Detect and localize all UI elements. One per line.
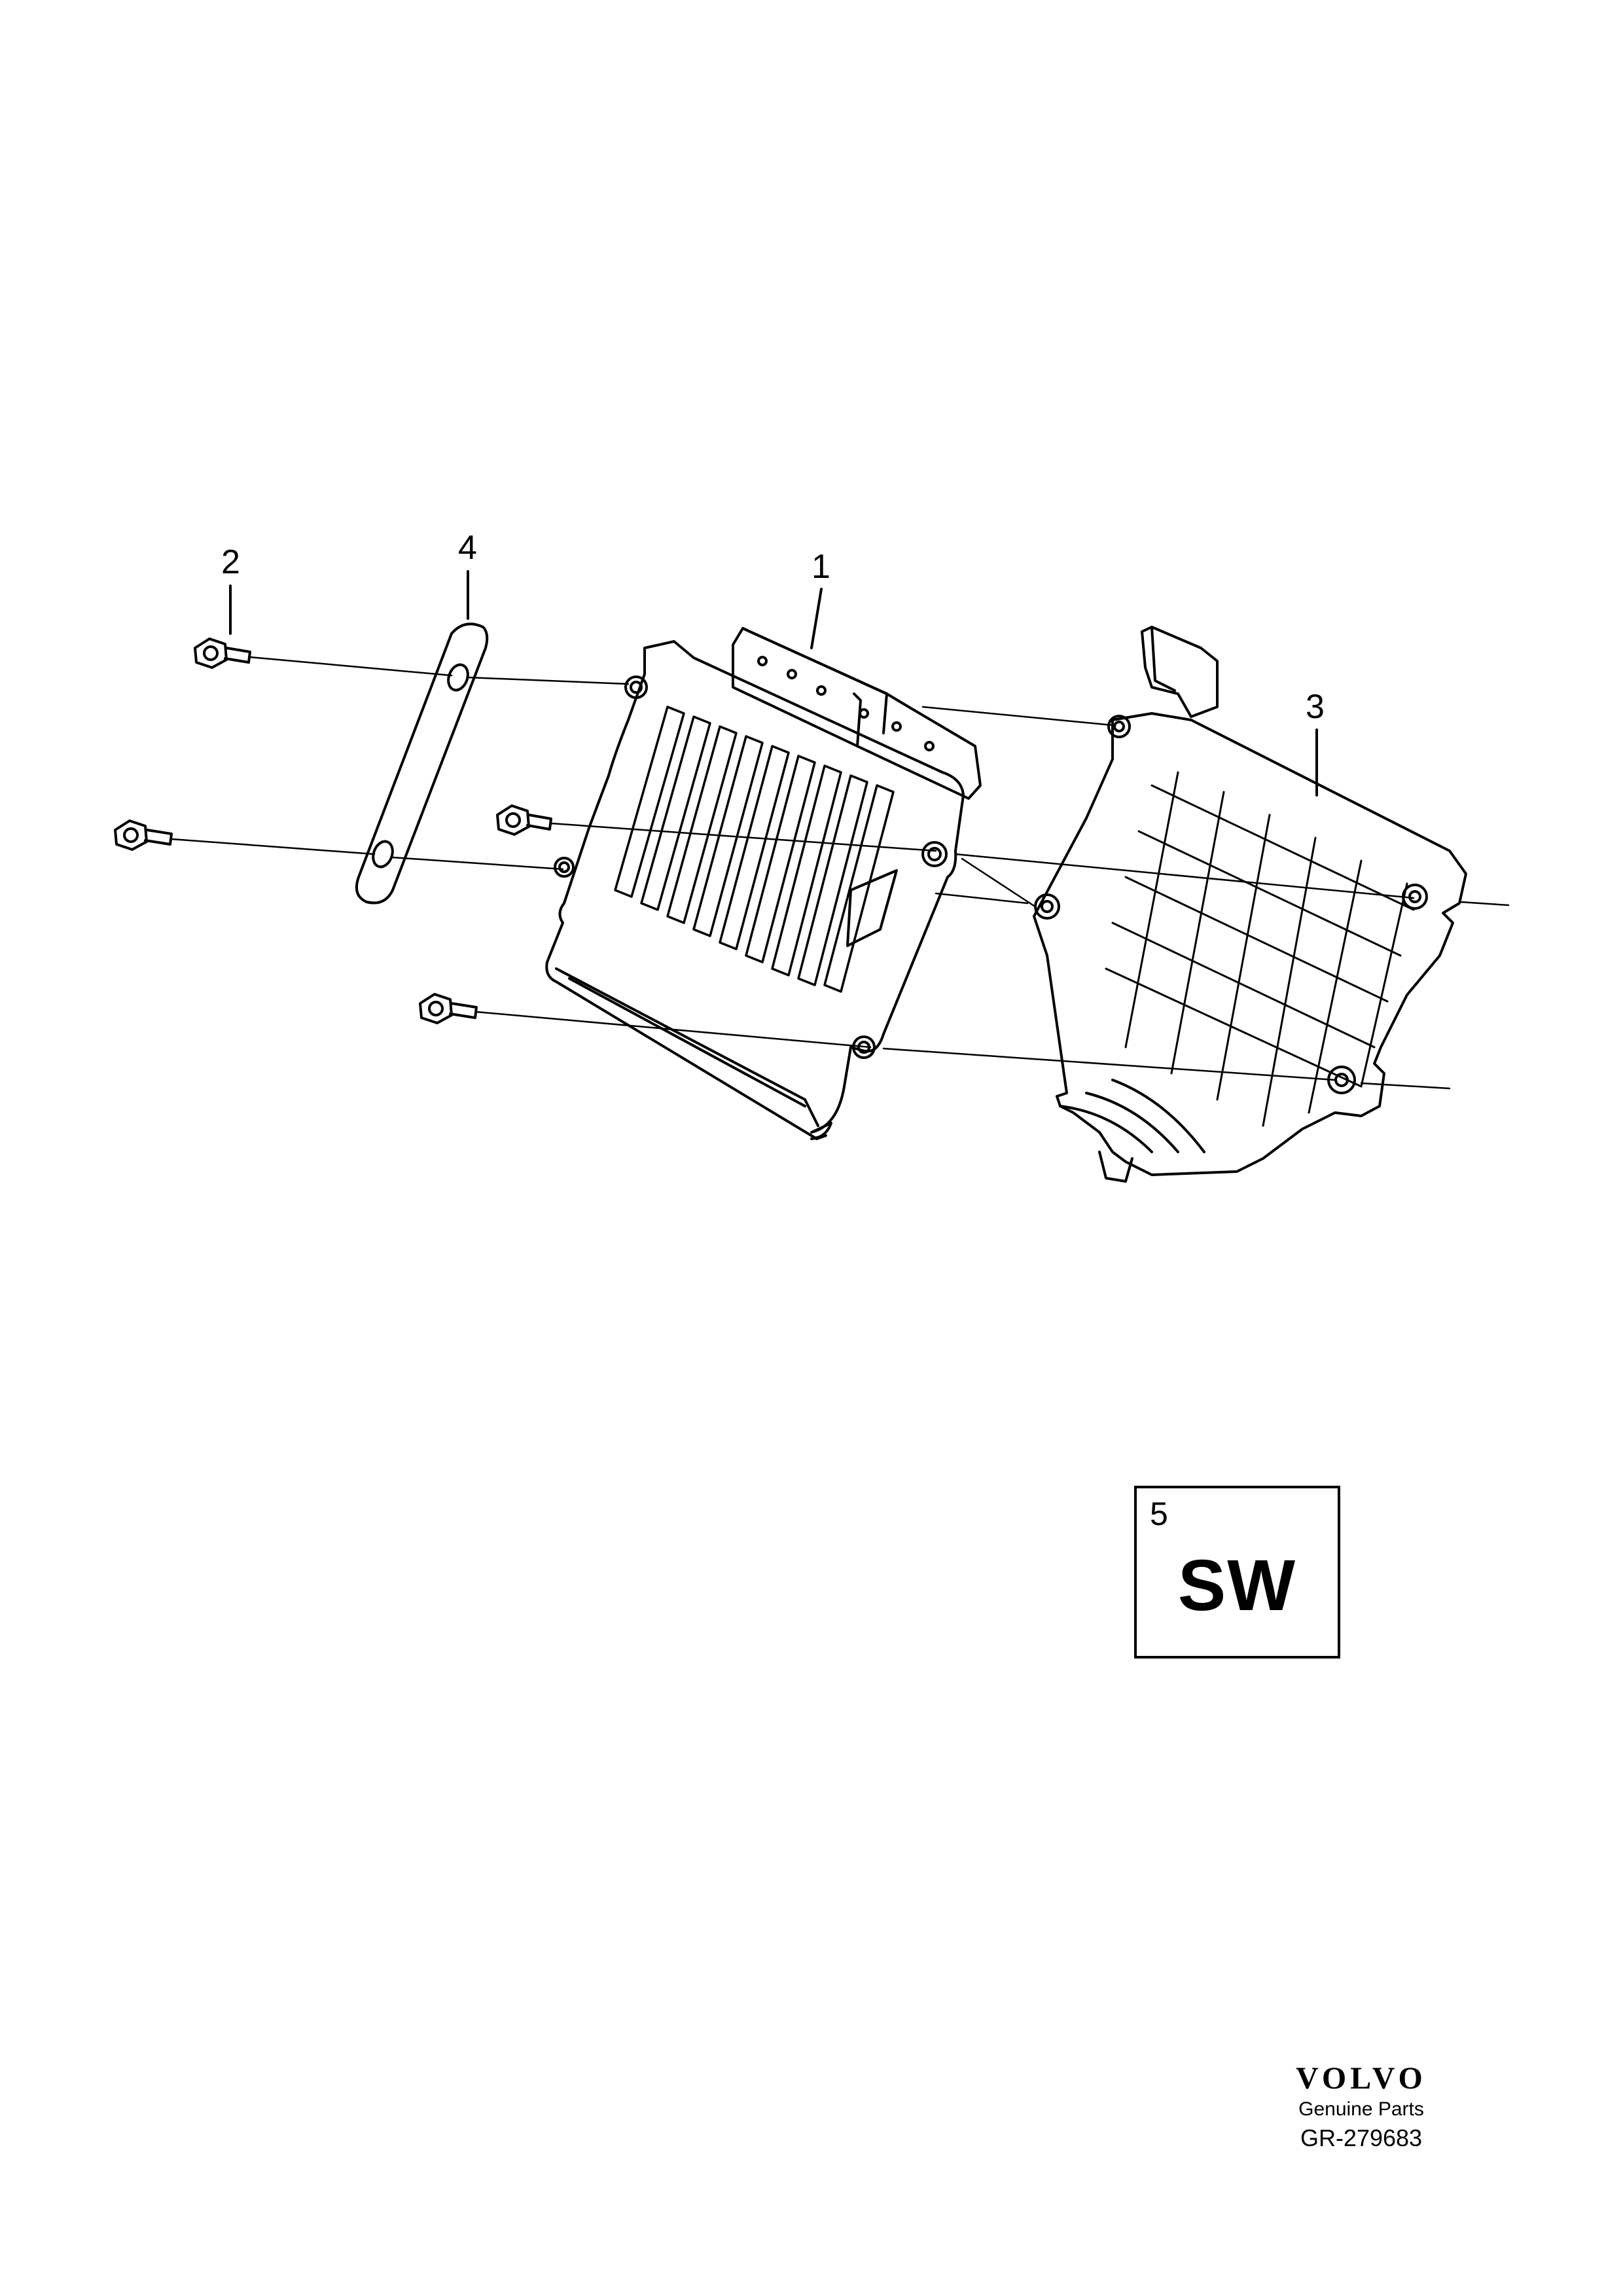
callout-2: 2 [221, 543, 240, 635]
brand-tagline: Genuine Parts [1298, 2098, 1424, 2120]
sw-label: SW [1177, 1545, 1297, 1626]
bracket-strip [355, 622, 489, 905]
callout-3: 3 [1306, 688, 1325, 797]
callout-2-label: 2 [221, 543, 240, 581]
bolt-top-left [194, 637, 251, 669]
callout-3-label: 3 [1306, 688, 1325, 726]
bolt-mid-center [496, 804, 552, 836]
callout-4: 4 [458, 529, 477, 620]
document-number: GR-279683 [1300, 2125, 1423, 2151]
assembly-lines [170, 656, 1510, 1090]
control-module [545, 627, 982, 1140]
cooling-fins [614, 706, 895, 993]
bolt-mid-left [114, 819, 173, 851]
callout-4-label: 4 [458, 529, 477, 567]
bolt-bottom [419, 993, 478, 1024]
tray-grid [1105, 771, 1415, 1127]
mounting-tray [1033, 626, 1467, 1183]
sw-item-number: 5 [1150, 1496, 1168, 1532]
callout-1: 1 [810, 548, 830, 649]
callout-1-label: 1 [812, 548, 830, 586]
footer: VOLVO Genuine Parts GR-279683 [1263, 2062, 1459, 2153]
brand-logo: VOLVO [1296, 2061, 1427, 2096]
sw-software-box: 5 SW [1134, 1486, 1340, 1659]
